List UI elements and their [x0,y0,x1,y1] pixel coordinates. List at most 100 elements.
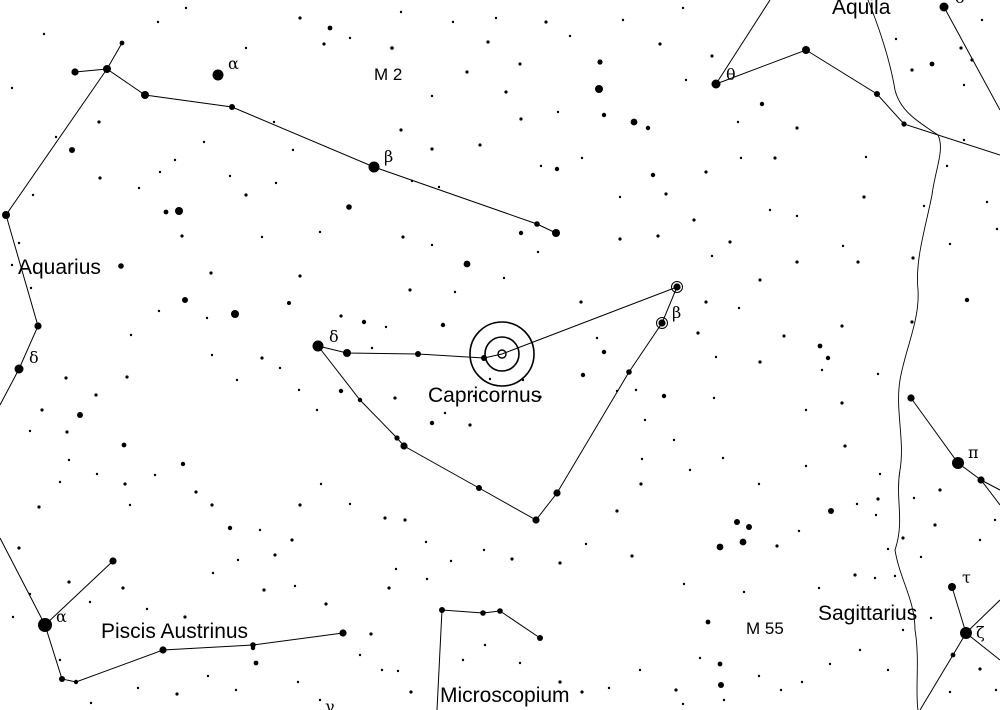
star [210,503,214,507]
star [141,91,149,99]
star [173,158,177,162]
star [291,148,295,152]
star [29,286,33,290]
star [324,602,328,606]
star [123,482,127,486]
star [952,457,964,469]
star [698,656,702,660]
label-aquila: Aquila [832,0,891,19]
star [856,260,860,264]
star [73,679,79,685]
label-aql-delta: δ [955,0,965,7]
star [430,243,434,247]
star [390,46,394,50]
star [384,325,388,329]
star [184,6,188,10]
star [828,508,834,514]
star [11,615,15,619]
star [290,538,294,542]
label-psa-alpha: α [56,607,67,626]
star [716,543,724,551]
star [828,662,832,666]
label-sagittarius: Sagittarius [818,602,917,625]
star [59,676,65,682]
star [393,396,397,400]
star [795,214,799,218]
star [109,557,117,565]
star [615,389,619,393]
star [840,324,844,328]
star [250,645,256,651]
star [601,349,607,355]
label-cap-beta: β [672,303,681,322]
star [985,200,989,204]
star [97,120,101,124]
star [28,429,32,433]
star [98,176,102,180]
star [483,643,487,647]
label-m2: M 2 [374,65,402,84]
star [136,686,140,690]
star [202,140,206,144]
star [64,376,68,380]
star [424,540,428,544]
star [534,221,540,227]
star [532,516,540,524]
star [451,20,455,24]
star [688,468,692,472]
double-star-ring [656,317,668,329]
star [739,538,747,546]
star [394,435,400,441]
star [682,582,686,586]
star [244,193,248,197]
star [607,686,611,690]
star [211,571,215,575]
star [874,91,880,97]
star [711,79,721,89]
star [327,25,333,31]
star [672,438,676,442]
star [439,607,445,613]
star [274,181,278,185]
star [901,628,905,632]
star [318,698,322,702]
star [681,6,685,10]
star [10,86,14,90]
star [480,610,486,616]
star [273,553,277,557]
star [638,668,642,672]
star [71,68,79,76]
star [580,690,584,694]
star [236,558,240,562]
star [538,395,542,399]
star [77,412,83,418]
piscis-austrinus-lines [44,560,114,626]
star [712,396,716,400]
star [825,355,831,361]
star [121,442,127,448]
star [380,668,384,672]
star [95,472,99,476]
sagittarius-lines [910,397,1000,506]
star [346,204,352,210]
star [449,559,453,563]
aquarius-lines-2 [106,68,557,234]
star [510,557,514,561]
star [34,322,42,330]
milky-way-boundary [867,0,941,710]
label-m55: M 55 [746,619,784,638]
star [235,378,239,382]
star [705,619,711,625]
star [227,525,233,531]
star [742,590,746,594]
star [843,444,847,448]
star [403,518,407,522]
star [231,310,239,318]
star [759,101,765,107]
star [183,615,187,619]
star [630,118,638,126]
star [980,18,984,22]
star [945,164,949,168]
